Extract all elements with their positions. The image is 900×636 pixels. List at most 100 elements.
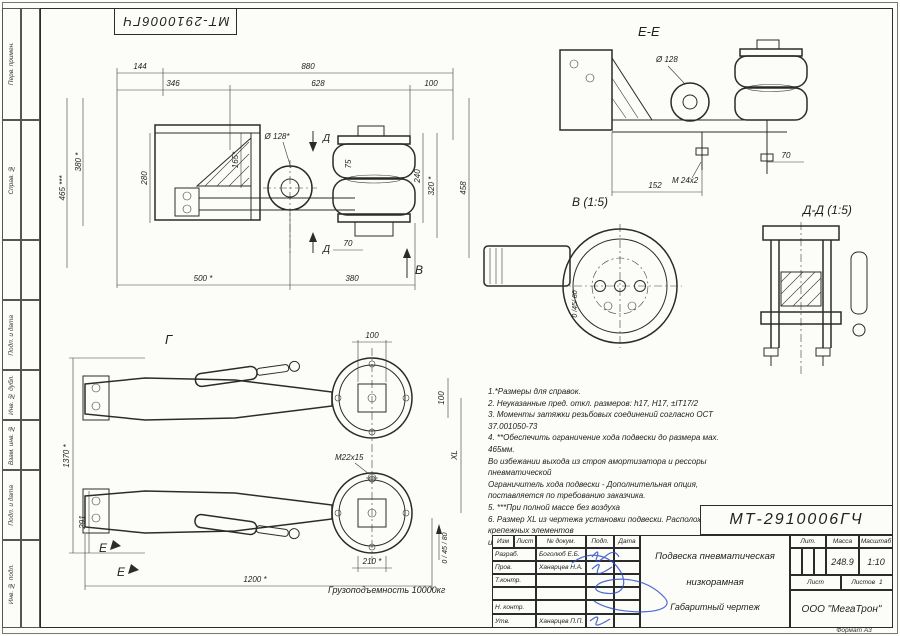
margin-label: Взам. инв. №	[8, 424, 15, 466]
rotated-designation-text: МТ-2910006ГЧ	[121, 14, 230, 29]
dim-240: 240	[413, 169, 422, 184]
tb-lit-label: Лит.	[790, 535, 826, 548]
tb-sheets-label: Листов	[851, 579, 876, 586]
doc-name-line1: Подвеска пневматическая	[655, 550, 775, 562]
dim-70-ee: 70	[782, 151, 791, 160]
tb-mass-value: 248.9	[826, 548, 859, 575]
view-title-ee: Е-Е	[638, 24, 660, 39]
tb-name: Ханарцев Н.А.	[536, 561, 586, 574]
tb-date	[614, 587, 640, 600]
tb-sign	[586, 614, 614, 628]
margin-label: Перв. примен.	[8, 42, 15, 86]
tb-name	[536, 600, 586, 614]
tb-name	[536, 587, 586, 600]
view-section-dd: Д-Д (1:5)	[760, 203, 868, 376]
note-line: 6. Размер XL из чертежа установки подвес…	[488, 514, 721, 536]
dim-144: 144	[133, 62, 147, 71]
note-line: Ограничитель хода подвески - Дополнитель…	[488, 479, 699, 501]
margin-label: Подп. и дата	[8, 484, 15, 526]
margin-label: Подп. и дата	[8, 314, 15, 356]
doc-type: Габаритный чертеж	[670, 602, 760, 613]
tb-role: Н. контр.	[492, 600, 536, 614]
tb-header-doc: № докум.	[536, 535, 586, 548]
margin-cell-inv-dubl: Инв. № дубл.	[2, 370, 21, 420]
tb-date	[614, 614, 640, 628]
dim-291: 291	[78, 515, 87, 529]
tb-name: Ханарцев П.П.	[536, 614, 586, 628]
tb-role: Утв.	[492, 614, 536, 628]
tb-role: Разраб.	[492, 548, 536, 561]
dim-152: 152	[648, 181, 662, 190]
view-title-g: Г	[165, 332, 173, 347]
view-section-ee: Е-Е Ø 128 70 М 24х2 152	[559, 24, 808, 196]
drawing-number: МТ-2910006ГЧ	[700, 505, 893, 535]
note-line: 5. ***При полной массе без воздуха	[488, 502, 620, 512]
dim-100-top: 100	[365, 331, 379, 340]
doc-name-line2: низкорамная	[686, 576, 744, 588]
document-name-cell: Подвеска пневматическая низкорамная Габа…	[640, 535, 790, 628]
margin-cell-empty	[2, 240, 21, 300]
tb-scale-label: Масштаб	[859, 535, 893, 548]
dim-dia128: Ø 128*	[264, 132, 291, 141]
tb-role: Пров.	[492, 561, 536, 574]
tb-date	[614, 548, 640, 561]
tb-scale-value: 1:10	[859, 548, 893, 575]
dim-dia128-ee: Ø 128	[655, 55, 678, 64]
section-label-e-2: Е	[117, 565, 126, 579]
note-line: 3. Моменты затяжки резьбовых соединений …	[488, 410, 713, 431]
tb-sign	[586, 561, 614, 574]
view-v-1-5: В (1:5) 0 /45/ 80	[483, 195, 682, 348]
tb-role: Т.контр.	[492, 574, 536, 587]
margin-cell-blank	[21, 420, 40, 470]
tb-mass-label: Масса	[826, 535, 859, 548]
tb-header-podp: Подп.	[586, 535, 614, 548]
dim-346: 346	[166, 79, 180, 88]
tb-sign	[586, 587, 614, 600]
tb-sign	[586, 600, 614, 614]
tb-sign	[586, 574, 614, 587]
tb-sign	[586, 548, 614, 561]
margin-cell-blank	[21, 540, 40, 628]
note-line: 1.*Размеры для справок.	[488, 387, 581, 396]
section-label-d-top: Д	[322, 133, 330, 144]
dim-75: 75	[344, 159, 353, 168]
dim-210: 210 *	[362, 557, 383, 566]
drawing-frame	[40, 8, 893, 628]
dim-100-right: 100	[437, 391, 446, 405]
tb-sheets-cell: Листов 1	[841, 575, 893, 590]
note-line: 2. Неуказанные пред. откл. размеров: h17…	[488, 398, 699, 408]
tb-name	[536, 574, 586, 587]
tb-sheet-label: Лист	[790, 575, 841, 590]
dim-1370: 1370 *	[62, 444, 71, 468]
tb-date	[614, 600, 640, 614]
view-main-side: 144 880 346 628 100 465 *** 380 * 280 16…	[58, 62, 470, 290]
margin-cell-podp-data-2: Подп. и дата	[2, 470, 21, 540]
margin-cell-vzam-inv: Взам. инв. №	[2, 420, 21, 470]
tb-header-izm: Изм	[492, 535, 514, 548]
dim-280: 280	[140, 171, 149, 186]
note-line: Во избежании выхода из строя амортизатор…	[488, 456, 707, 478]
dim-165: 165*	[231, 151, 240, 168]
dim-380-left: 380 *	[74, 152, 83, 172]
dim-880: 880	[301, 62, 315, 71]
dim-320: 320 *	[427, 176, 436, 196]
margin-cell-blank	[21, 240, 40, 300]
thread-m24: М 24х2	[672, 176, 699, 185]
margin-cell-blank	[21, 8, 40, 120]
tb-date	[614, 561, 640, 574]
dim-1200: 1200 *	[243, 575, 267, 584]
dim-628: 628	[311, 79, 325, 88]
tb-company: ООО "МегаТрон"	[790, 590, 893, 628]
dim-500: 500 *	[194, 274, 214, 283]
margin-cell-blank	[21, 300, 40, 370]
dim-465: 465 ***	[58, 175, 67, 201]
view-title-v: В (1:5)	[572, 195, 608, 209]
margin-cell-blank	[21, 470, 40, 540]
tb-lit-cell	[790, 548, 802, 575]
margin-label: Инв. № дубл.	[8, 375, 15, 415]
margin-label: Инв. № подл.	[8, 563, 15, 605]
margin-cell-blank	[21, 370, 40, 420]
margin-cell-inv-podl: Инв. № подл.	[2, 540, 21, 628]
rotated-designation-stamp: МТ-2910006ГЧ	[114, 8, 237, 35]
